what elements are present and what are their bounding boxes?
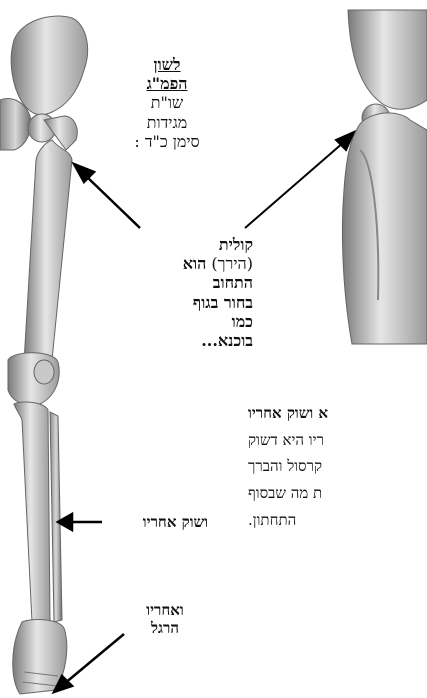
kulit-line-3: התחוב	[163, 273, 253, 292]
arrow-to-shin	[58, 514, 102, 530]
pelvis-right	[348, 10, 427, 109]
pamag-source-block: לשון הפמ"ג שו"ת מגידות סימן כ"ד :	[112, 55, 222, 151]
right-line-3: קרסול והברך	[248, 453, 427, 480]
femur-right	[342, 113, 427, 344]
right-line-4: ת מה שבסוף	[248, 480, 427, 507]
kulit-line-4: בחור בגוף	[163, 293, 253, 312]
kulit-line-2-bold: הוא	[183, 254, 207, 273]
right-line-1: א ושוק אחריו	[248, 400, 427, 427]
kulit-line-2: (הירך) הוא	[163, 254, 253, 273]
right-line-5: התחתון.	[248, 507, 427, 534]
tibia	[14, 402, 50, 629]
patella	[34, 360, 54, 384]
heading-line-1: לשון	[112, 55, 222, 74]
heading-line-2: הפמ"ג	[112, 74, 222, 93]
arrow-to-right-femur	[245, 132, 354, 228]
source-line-5: סימן כ"ד :	[112, 132, 222, 151]
right-line-2: ריו היא דשוק	[248, 427, 427, 454]
foot-label-line-2: הרגל	[120, 619, 210, 637]
kulit-line-5: כמו	[163, 312, 253, 331]
fibula	[50, 412, 62, 622]
kulit-line-1: קולית	[163, 235, 253, 254]
femur	[24, 140, 72, 369]
kulit-line-2-paren: (הירך)	[211, 254, 253, 273]
foot-label-line-1: ואחריו	[120, 601, 210, 619]
kulit-line-6: בוכנא...	[163, 331, 253, 350]
foot-label: ואחריו הרגל	[120, 601, 210, 637]
source-line-3: שו"ת	[112, 93, 222, 112]
arrow-to-femur-head	[74, 164, 140, 228]
kulit-quote-block: קולית (הירך) הוא התחוב בחור בגוף כמו בוכ…	[163, 235, 253, 350]
pelvis-left	[11, 16, 87, 115]
source-line-4: מגידות	[112, 113, 222, 132]
right-column-text: א ושוק אחריו ריו היא דשוק קרסול והברך ת …	[248, 400, 427, 533]
shin-label: ושוק אחריו	[104, 513, 208, 531]
